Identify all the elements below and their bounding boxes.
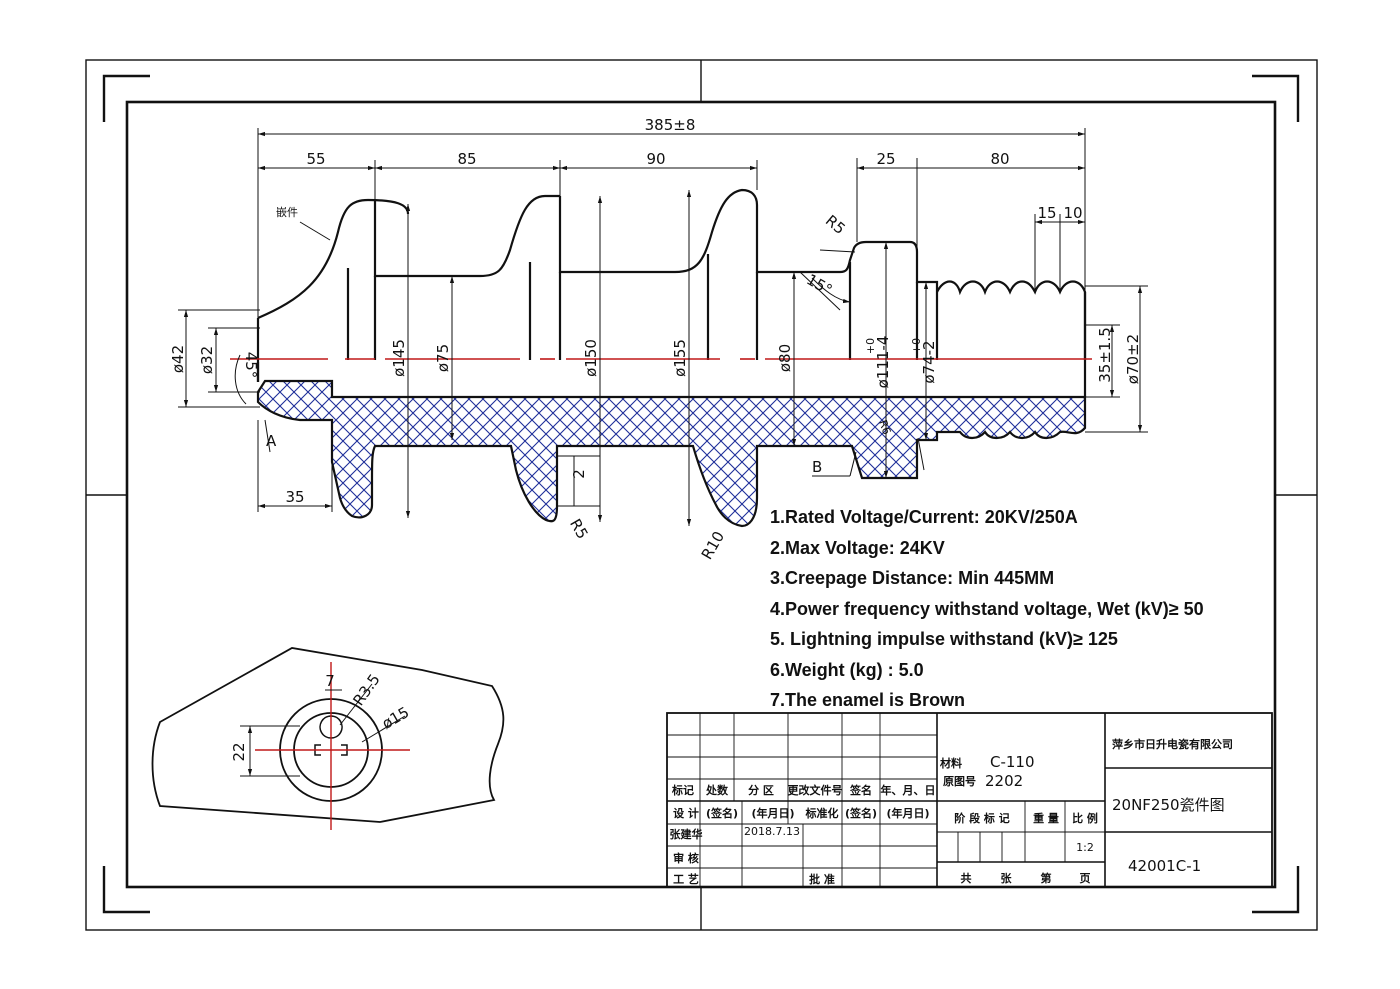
note-lightning-impulse: 5. Lightning impulse withstand (kV)≥ 125 [770, 629, 1118, 649]
detail-dim-7: 7 [325, 672, 335, 690]
dimension-texts: 385±8 55 85 90 25 80 15 10 35 R5 15° ø42… [169, 116, 1142, 563]
dim-80: 80 [990, 150, 1009, 168]
col-signature: 签名 [849, 783, 872, 797]
note-creepage: 3.Creepage Distance: Min 445MM [770, 568, 1055, 588]
row-craft: 工 艺 [673, 872, 699, 886]
title-block [666, 712, 1273, 888]
drawing-number: 42001C-1 [1128, 857, 1201, 875]
dim-35-tolerance: 35±1.5 [1096, 327, 1114, 383]
dim-25: 25 [876, 150, 895, 168]
row-design-date: (年月日) [751, 806, 794, 820]
dia-145: ø145 [390, 339, 408, 377]
radius-r5-top: R5 [822, 211, 849, 238]
checker-name: 张建华 [670, 827, 703, 841]
col-count: 处数 [705, 783, 729, 797]
technical-notes: 1.Rated Voltage/Current: 20KV/250A 2.Max… [770, 505, 1250, 719]
radius-r6: R6 [876, 418, 893, 436]
weight-label: 重 量 [1033, 811, 1059, 825]
col-mark: 标记 [671, 783, 694, 797]
row-standard: 标准化 [805, 806, 839, 820]
row-review: 审 核 [673, 851, 699, 865]
footer-total: 共 [961, 871, 972, 885]
col-zone: 分 区 [748, 783, 774, 797]
original-value: 2202 [985, 772, 1023, 790]
dia-150: ø150 [582, 339, 600, 377]
product-name: 20NF250瓷件图 [1112, 796, 1225, 814]
stage-label: 阶 段 标 记 [954, 811, 1010, 825]
note-weight: 6.Weight (kg) : 5.0 [770, 659, 924, 680]
title-block-texts: 标记 处数 分 区 更改文件号 签名 年、月、日 设 计 (签名) (年月日) … [670, 737, 1234, 886]
radius-r5-bottom: R5 [566, 516, 592, 542]
row-design-sign: (签名) [706, 806, 738, 820]
material-label: 材料 [940, 756, 962, 770]
radius-r10: R10 [698, 528, 728, 563]
row-standard-date: (年月日) [886, 806, 929, 820]
row-design: 设 计 [673, 806, 699, 820]
dimension-lines [178, 128, 1148, 526]
insulator-outline [256, 188, 1087, 397]
footer-sheets: 张 [1001, 871, 1013, 885]
footer-no: 第 [1041, 871, 1052, 885]
design-date: 2018.7.13 [744, 825, 800, 838]
dim-10: 10 [1063, 204, 1082, 222]
note-enamel: 7.The enamel is Brown [770, 690, 966, 710]
insulator-section [256, 379, 1087, 528]
dim-35-bottom: 35 [285, 488, 304, 506]
dia-75: ø75 [434, 344, 452, 372]
insert-label: 嵌件 [276, 206, 298, 219]
footer-page: 页 [1080, 872, 1091, 885]
dia-111-tolerance: +0 [864, 338, 877, 354]
dim-15: 15 [1037, 204, 1056, 222]
col-date: 年、月、日 [881, 783, 936, 797]
label-b: B [812, 458, 822, 476]
dim-85: 85 [457, 150, 476, 168]
dim-55: 55 [306, 150, 325, 168]
angle-15: 15° [803, 270, 835, 299]
note-max-voltage: 2.Max Voltage: 24KV [770, 537, 945, 558]
original-label: 原图号 [943, 775, 976, 788]
dim-90: 90 [646, 150, 665, 168]
col-change-doc: 更改文件号 [788, 783, 843, 797]
detail-end-view: 7 R3.5 ø15 22 [151, 647, 505, 830]
note-rated-voltage: 1.Rated Voltage/Current: 20KV/250A [770, 507, 1078, 527]
dia-70: ø70±2 [1124, 334, 1142, 384]
dia-155: ø155 [671, 339, 689, 377]
material-value: C-110 [990, 753, 1035, 771]
dia-80: ø80 [776, 344, 794, 372]
company-name: 萍乡市日升电瓷有限公司 [1112, 737, 1233, 751]
dia-32: ø32 [198, 346, 216, 374]
dim-overall-length: 385±8 [645, 116, 696, 134]
dim-2: 2 [570, 469, 588, 479]
row-standard-sign: (签名) [845, 806, 877, 820]
note-power-frequency: 4.Power frequency withstand voltage, Wet… [770, 598, 1204, 619]
scale-label: 比 例 [1072, 811, 1098, 825]
scale-value: 1:2 [1076, 841, 1094, 854]
dia-42: ø42 [169, 345, 187, 373]
detail-dim-22: 22 [230, 742, 248, 761]
dia-74-tolerance: +0 [910, 338, 923, 354]
dia-111: ø111-4 [874, 336, 892, 389]
label-a: A [266, 432, 277, 450]
angle-45: 45° [242, 352, 260, 379]
row-approve: 批 准 [809, 872, 835, 886]
dia-74: ø74-2 [920, 340, 938, 383]
